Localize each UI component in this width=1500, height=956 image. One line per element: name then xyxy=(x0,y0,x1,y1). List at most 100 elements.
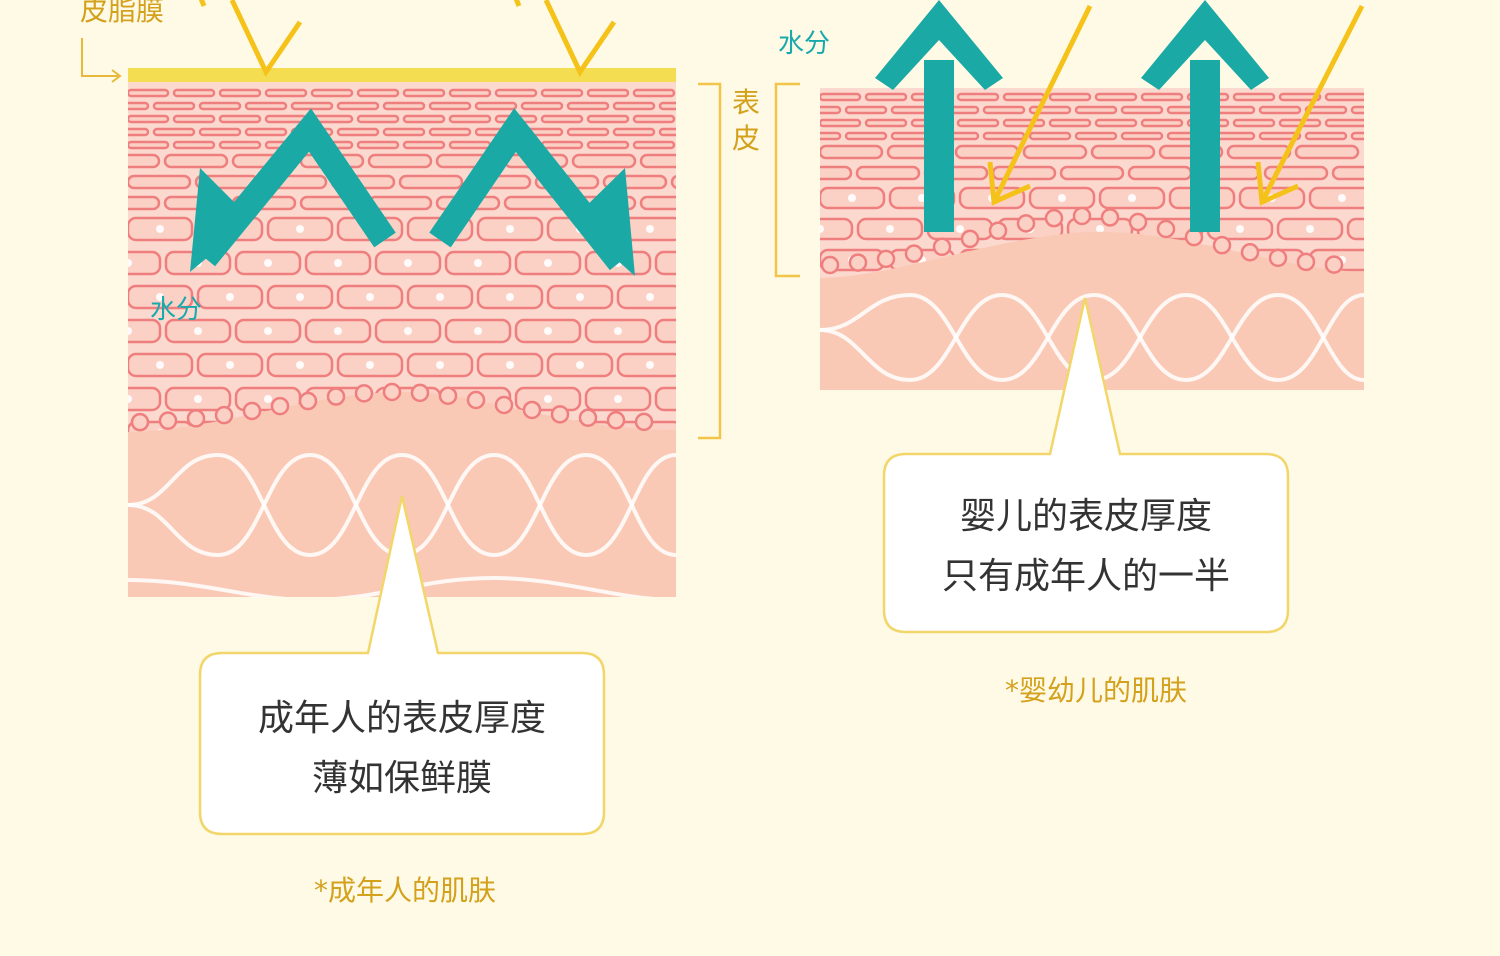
basal-cell xyxy=(550,405,570,424)
skin-cell xyxy=(244,101,288,111)
cell-nucleus xyxy=(576,293,584,301)
skin-cell xyxy=(152,127,196,137)
skin-cell xyxy=(128,195,161,211)
cell-nucleus xyxy=(1058,194,1066,202)
skin-cell xyxy=(820,92,862,102)
skin-cell xyxy=(382,101,426,111)
infant-water-arrows xyxy=(875,0,1269,232)
cell-nucleus xyxy=(646,293,654,301)
infant-skin-section: 水分 婴儿的表皮厚度 只有成年人的一半 *婴幼儿的肌肤 xyxy=(778,0,1384,707)
skin-cell xyxy=(1074,131,1118,141)
cell-nucleus xyxy=(614,327,622,335)
infant-callout-box xyxy=(882,297,1290,634)
cell-nucleus xyxy=(226,361,234,369)
skin-cell xyxy=(571,153,637,169)
basal-cell xyxy=(270,396,290,416)
skin-cell xyxy=(336,127,380,137)
cell-nucleus xyxy=(404,259,412,267)
skin-cell xyxy=(356,114,400,124)
skin-cell xyxy=(356,88,400,98)
skin-cell xyxy=(310,88,354,98)
cell-nucleus xyxy=(128,259,132,267)
skin-cell xyxy=(128,140,170,150)
cell-nucleus xyxy=(544,327,552,335)
skin-cell xyxy=(586,88,630,98)
epidermis-bracket-infant xyxy=(774,82,800,278)
skin-cell xyxy=(290,101,334,111)
basal-cell xyxy=(932,237,952,257)
basal-cell xyxy=(438,386,458,405)
cell-nucleus xyxy=(128,395,132,403)
basal-cell xyxy=(1296,252,1316,272)
skin-cell xyxy=(820,118,862,128)
cell-nucleus xyxy=(156,293,164,301)
cell-nucleus xyxy=(156,361,164,369)
adult-dermis xyxy=(128,391,676,597)
skin-cell xyxy=(1028,131,1072,141)
cell-nucleus xyxy=(684,395,692,403)
infant-water-arrow-1-shaft xyxy=(924,60,954,232)
skin-cell xyxy=(128,153,161,169)
skin-cell xyxy=(1090,144,1156,160)
basal-cell xyxy=(494,395,514,415)
skin-cell xyxy=(612,101,656,111)
infant-yellow-arrows xyxy=(987,4,1365,206)
skin-cell xyxy=(1140,118,1184,128)
basal-cell xyxy=(988,221,1008,240)
skin-cell xyxy=(1059,165,1125,181)
cell-nucleus xyxy=(226,293,234,301)
skin-cell xyxy=(1324,118,1364,128)
basal-cell xyxy=(820,255,840,275)
skin-cell xyxy=(612,127,656,137)
basal-cell xyxy=(326,387,346,406)
basal-cell xyxy=(1100,208,1120,227)
skin-cell xyxy=(1094,92,1138,102)
skin-cell xyxy=(864,118,908,128)
basal-cell xyxy=(904,244,924,263)
adult-skin-section: 皮脂膜 水分 表 皮 成年人的表皮厚度 薄如保鲜膜 *成年人的肌肤 xyxy=(80,0,800,907)
cell-nucleus xyxy=(848,194,856,202)
cell-nucleus xyxy=(820,225,824,233)
skin-cell xyxy=(1350,105,1364,115)
cell-nucleus xyxy=(334,259,342,267)
cell-nucleus xyxy=(296,293,304,301)
basal-cell xyxy=(214,405,234,425)
basal-cell xyxy=(1128,212,1148,232)
cell-nucleus xyxy=(614,395,622,403)
skin-cell xyxy=(128,88,170,98)
skin-cell xyxy=(639,195,676,211)
skin-cell xyxy=(336,101,380,111)
skin-cell xyxy=(540,140,584,150)
basal-cell xyxy=(298,391,318,411)
skin-cell xyxy=(448,140,492,150)
epidermis-label-1: 表 xyxy=(732,86,760,119)
infant-caption: *婴幼儿的肌肤 xyxy=(1005,674,1187,707)
skin-cell xyxy=(198,127,242,137)
skin-cell xyxy=(128,174,192,190)
basal-cell xyxy=(382,382,402,402)
cell-nucleus xyxy=(128,327,132,335)
skin-cell xyxy=(956,92,1000,102)
epidermis-label-2: 皮 xyxy=(732,122,760,155)
cell-nucleus xyxy=(436,293,444,301)
basal-cell xyxy=(466,390,486,410)
skin-cell xyxy=(128,318,162,344)
skin-cell xyxy=(402,114,446,124)
basal-cell xyxy=(876,249,896,269)
cell-nucleus xyxy=(1338,194,1346,202)
skin-cell xyxy=(654,250,676,276)
skin-cell xyxy=(448,88,492,98)
skin-cell xyxy=(448,114,492,124)
skin-cell xyxy=(172,114,216,124)
adult-yellow-arrow-1 xyxy=(229,0,303,78)
cell-nucleus xyxy=(436,361,444,369)
cell-nucleus xyxy=(264,259,272,267)
skin-cell xyxy=(1294,144,1360,160)
infant-cell-layers xyxy=(820,92,1384,272)
skin-cell xyxy=(218,114,262,124)
skin-cell xyxy=(1350,131,1364,141)
cell-nucleus xyxy=(1376,225,1384,233)
skin-cell xyxy=(128,101,150,111)
adult-yellow-arrow-2 xyxy=(543,0,617,78)
